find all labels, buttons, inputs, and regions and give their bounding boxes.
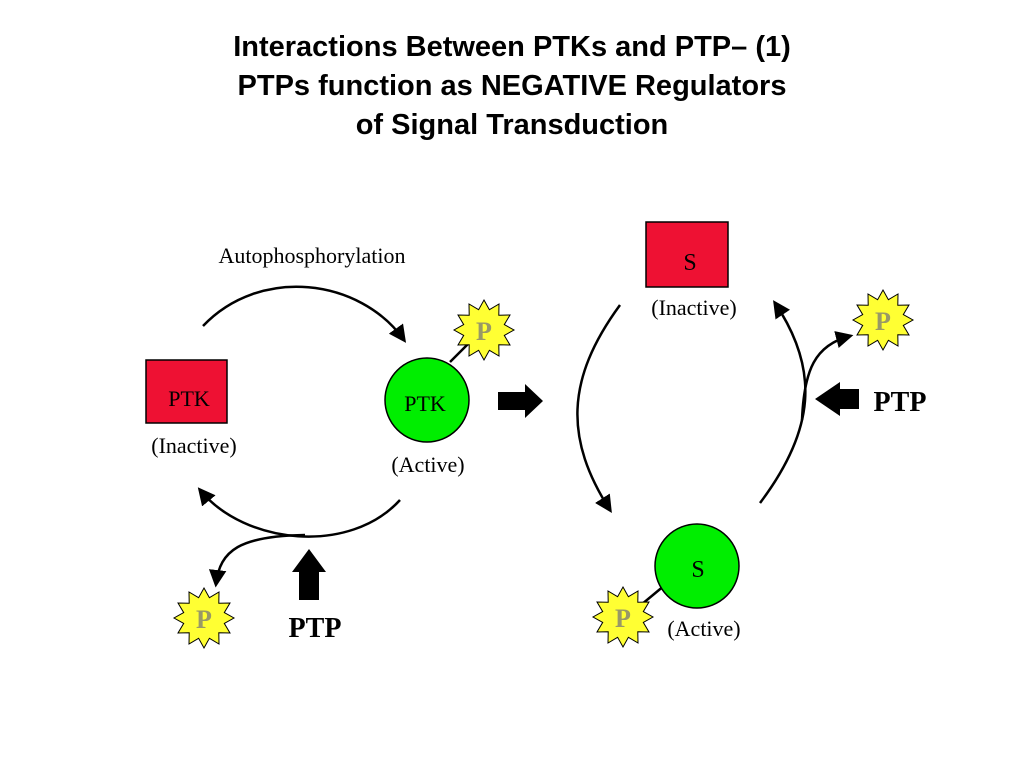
- s-active-circle: [654, 523, 740, 609]
- ptp-label-left: PTP: [289, 613, 342, 644]
- ptk-inactive-state: (Inactive): [151, 433, 237, 458]
- title-line-3: of Signal Transduction: [355, 109, 669, 141]
- s-dephosphorylation-arrow: [759, 300, 807, 504]
- right-cycle: S (Inactive) PTP P S (Active) P: [576, 221, 927, 649]
- autophosphorylation-arrow: [202, 285, 407, 343]
- ptk-released-phosphate: P: [172, 586, 236, 650]
- page-title: Interactions Between PTKs and PTP– (1) P…: [0, 28, 1024, 145]
- ptk-active-label: PTK: [404, 391, 446, 416]
- s-attached-phosphate-label: P: [615, 604, 631, 633]
- up-arrow-icon: [292, 549, 326, 600]
- s-inactive-box: [645, 221, 729, 288]
- s-phosphate-release-arrow: [800, 331, 854, 421]
- s-released-phosphate: P: [851, 288, 915, 352]
- left-arrow-icon: [815, 382, 859, 416]
- ptk-attached-phosphate: P: [452, 298, 516, 362]
- ptk-attached-phosphate-label: P: [476, 317, 492, 346]
- ptk-active-state: (Active): [391, 452, 464, 477]
- starburst-icon: [172, 586, 236, 650]
- ptk-inactive-box: [145, 359, 228, 424]
- starburst-icon: [591, 585, 655, 649]
- phosphorylation-arrow: [576, 304, 622, 513]
- s-active-label: S: [691, 557, 704, 583]
- ptp-label-right: PTP: [874, 387, 927, 418]
- title-line-1: Interactions Between PTKs and PTP– (1): [233, 31, 791, 63]
- title-line-2: PTPs function as NEGATIVE Regulators: [237, 70, 787, 102]
- autophosphorylation-label: Autophosphorylation: [219, 243, 406, 268]
- starburst-icon: [851, 288, 915, 352]
- ptk-released-phosphate-label: P: [196, 605, 212, 634]
- s-inactive-label: S: [683, 250, 696, 276]
- dephosphorylation-arrow: [197, 487, 401, 538]
- s-released-phosphate-label: P: [875, 307, 891, 336]
- s-inactive-state: (Inactive): [651, 295, 737, 320]
- phosphate-release-arrow: [208, 533, 306, 588]
- left-cycle: Autophosphorylation PTK (Inactive) PTK (…: [145, 243, 516, 650]
- starburst-icon: [452, 298, 516, 362]
- s-active-state: (Active): [667, 616, 740, 641]
- ptk-inactive-label: PTK: [168, 386, 210, 411]
- ptk-active-circle: [384, 357, 470, 443]
- s-attached-phosphate: P: [591, 585, 655, 649]
- right-arrow-icon: [498, 384, 543, 418]
